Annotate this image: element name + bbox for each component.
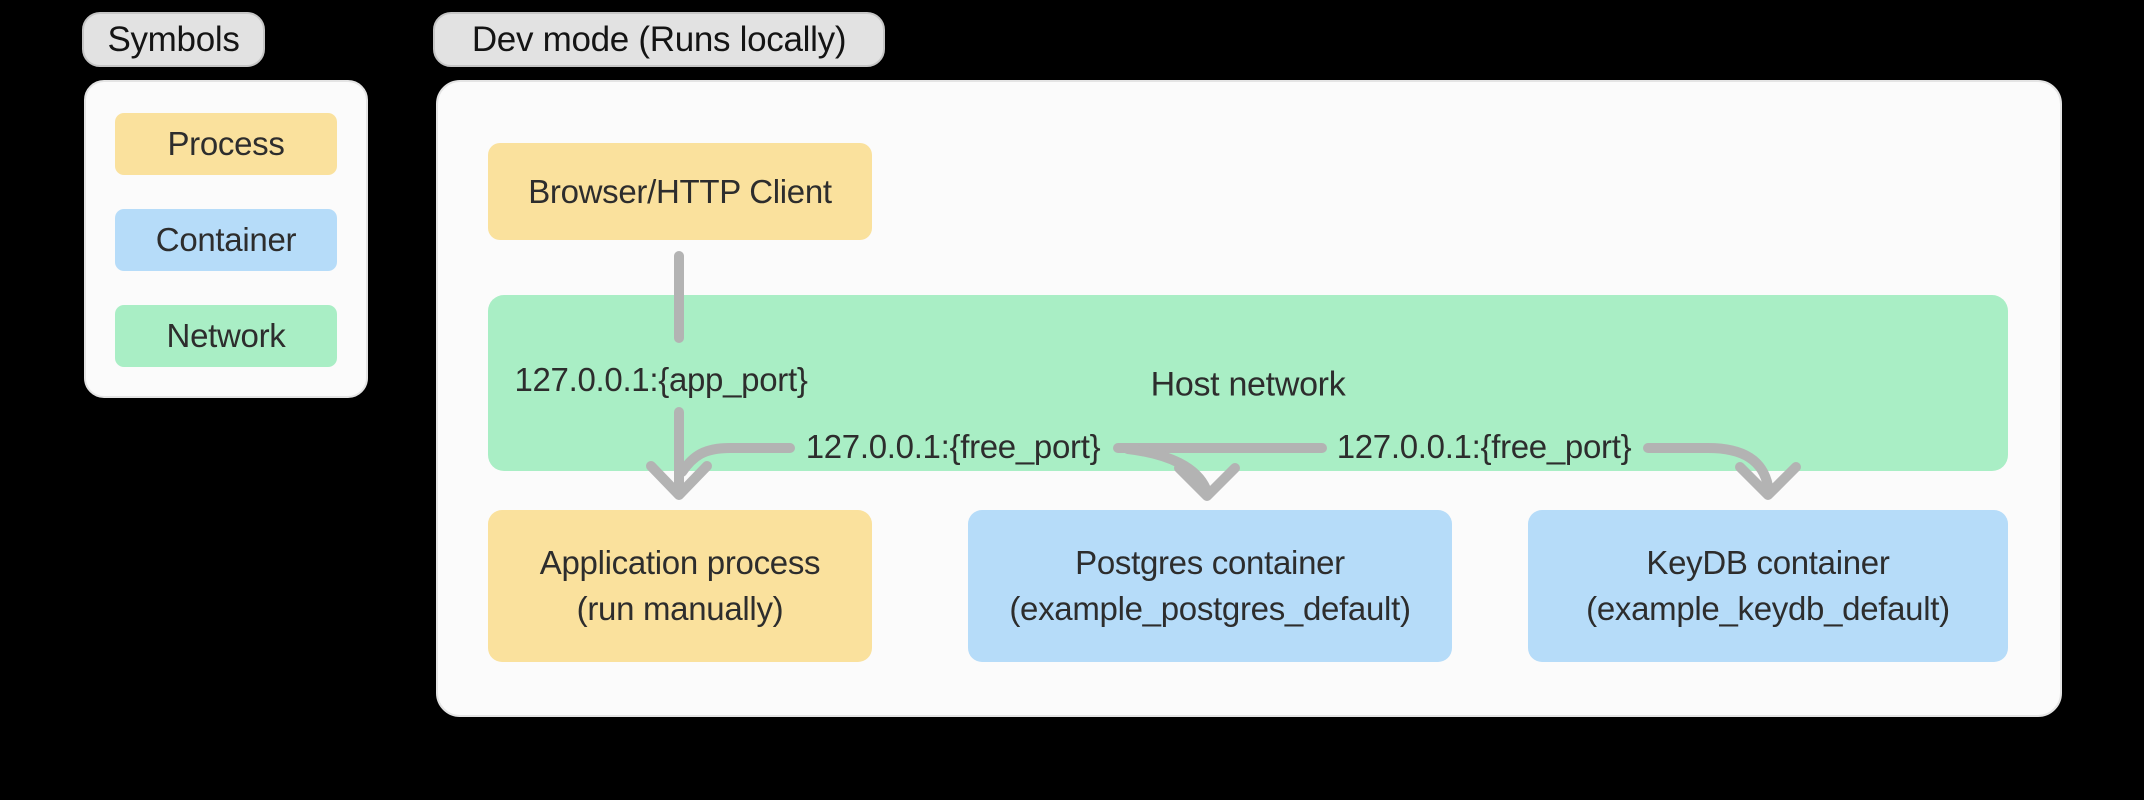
node-browser-http-client: Browser/HTTP Client [488, 143, 872, 240]
legend-item-process: Process [115, 113, 337, 175]
node-host-network [488, 295, 2008, 471]
legend-item-network: Network [115, 305, 337, 367]
node-label-line1: KeyDB container [1646, 544, 1890, 581]
node-label: Browser/HTTP Client [528, 172, 832, 210]
node-label-line1: Application process [539, 544, 821, 581]
node-label: Host network [1150, 365, 1346, 404]
legend-item-label: Process [167, 125, 285, 162]
edge-label-text: 127.0.0.1:{free_port} [1336, 428, 1632, 465]
legend-panel: Process Container Network [84, 80, 368, 398]
node-application-process: Application process (run manually) [488, 510, 872, 662]
host-network-label: Host network [1151, 366, 1346, 405]
legend-title-pill: Symbols [82, 12, 265, 67]
diagram-title-pill: Dev mode (Runs locally) [433, 12, 885, 67]
node-keydb-container: KeyDB container (example_keydb_default) [1528, 510, 2008, 662]
legend-item-label: Network [166, 317, 286, 354]
node-label-line1: Postgres container [1075, 544, 1345, 581]
diagram-title: Dev mode (Runs locally) [471, 19, 847, 59]
edge-label-free-port-keydb: 127.0.0.1:{free_port} [1337, 428, 1632, 466]
node-label-line2: (example_postgres_default) [1009, 590, 1411, 627]
node-label-line2: (run manually) [576, 590, 784, 627]
edge-label-app-port: 127.0.0.1:{app_port} [514, 361, 807, 399]
legend-item-label: Container [155, 221, 297, 258]
edge-label-text: 127.0.0.1:{free_port} [805, 428, 1101, 465]
legend-item-container: Container [115, 209, 337, 271]
node-label-line2: (example_keydb_default) [1586, 590, 1950, 627]
edge-label-free-port-postgres: 127.0.0.1:{free_port} [806, 428, 1101, 466]
node-postgres-container: Postgres container (example_postgres_def… [968, 510, 1452, 662]
legend-title: Symbols [107, 19, 240, 59]
edge-label-text: 127.0.0.1:{app_port} [514, 361, 808, 398]
